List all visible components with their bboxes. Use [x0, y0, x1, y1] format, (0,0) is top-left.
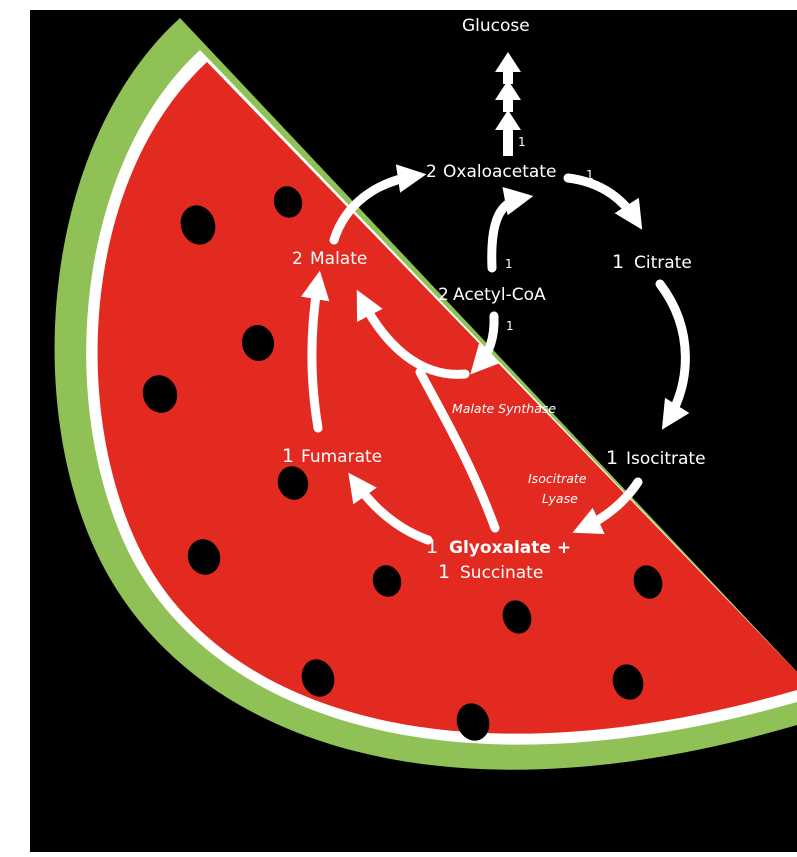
- succinate-coefficient: 1: [438, 561, 450, 583]
- oxaloacetate-out-coefficient: 1: [586, 168, 594, 182]
- malate-coefficient: 2: [292, 249, 303, 269]
- citrate-label: Citrate: [634, 253, 692, 273]
- oxaloacetate-coefficient: 2: [426, 162, 437, 182]
- fumarate-coefficient: 1: [282, 445, 294, 467]
- isocitrate-lyase-label-line2: Lyase: [542, 491, 578, 506]
- glucose-label: Glucose: [462, 16, 530, 36]
- glyoxalate-coefficient: 1: [426, 536, 438, 558]
- glucose-coefficient: 1: [518, 135, 526, 149]
- oxaloacetate-label: Oxaloacetate: [443, 162, 556, 182]
- malate-label: Malate: [310, 249, 367, 269]
- acetyl-coa-coefficient: 2: [438, 285, 449, 305]
- acetyl-coa-bottom-coefficient: 1: [506, 319, 514, 333]
- fumarate-label: Fumarate: [301, 447, 382, 467]
- malate-synthase-label: Malate Synthase: [452, 401, 556, 416]
- succinate-label: Succinate: [460, 563, 543, 583]
- isocitrate-label: Isocitrate: [626, 449, 706, 469]
- citrate-coefficient: 1: [612, 251, 624, 273]
- isocitrate-coefficient: 1: [606, 447, 618, 469]
- glyoxalate-label: Glyoxalate +: [449, 538, 571, 558]
- acetyl-coa-top-coefficient: 1: [505, 257, 513, 271]
- isocitrate-lyase-label-line1: Isocitrate: [528, 471, 587, 486]
- acetyl-coa-label: Acetyl-CoA: [453, 285, 546, 305]
